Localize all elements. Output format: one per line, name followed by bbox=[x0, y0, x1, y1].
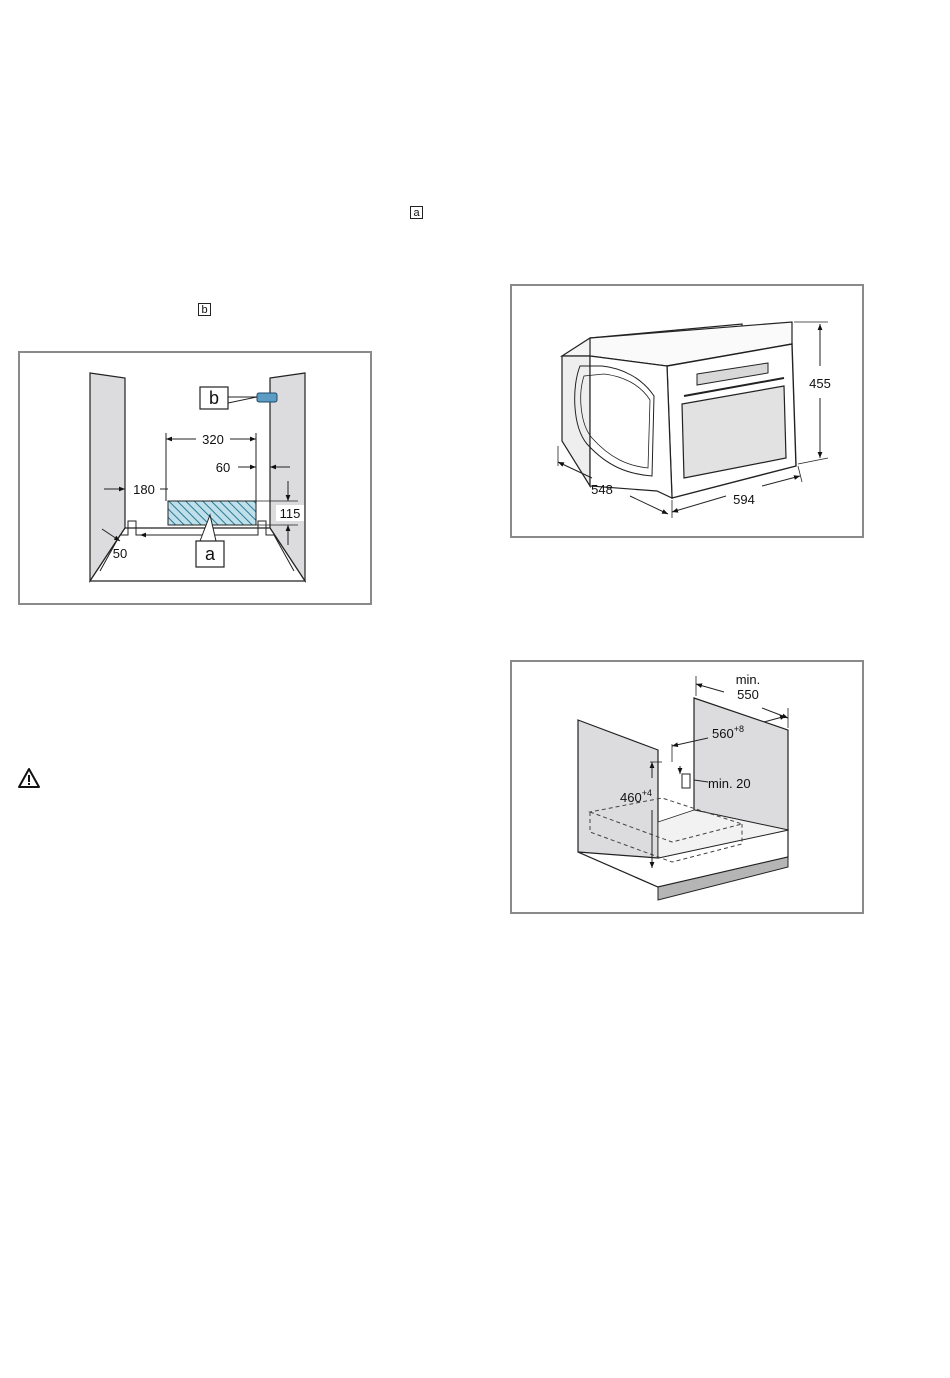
dim-115-label: 115 bbox=[280, 506, 301, 521]
dim-320-label: 320 bbox=[202, 432, 224, 447]
connector-b-icon bbox=[257, 393, 277, 402]
dim-180-label: 180 bbox=[133, 482, 155, 497]
dim-depth-label: 548 bbox=[591, 482, 613, 497]
appliance-dimensions-svg: 455 548 594 bbox=[512, 286, 866, 540]
dim-550-label: 550 bbox=[737, 687, 759, 702]
installation-niche-diagram: min. 550 560+8 460+4 min. 20 bbox=[510, 660, 864, 914]
reference-marker-b: b bbox=[198, 303, 211, 316]
dim-min-label: min. bbox=[736, 672, 761, 687]
reference-marker-a: a bbox=[410, 206, 423, 219]
cabinet-cutout-diagram: a b 320 60 180 115 50 bbox=[18, 351, 372, 605]
dim-50-label: 50 bbox=[113, 546, 127, 561]
dim-60-label: 60 bbox=[216, 460, 230, 475]
dim-height-label: 455 bbox=[809, 376, 831, 391]
dim-width-label: 594 bbox=[733, 492, 755, 507]
callout-a-label: a bbox=[205, 544, 216, 564]
installation-niche-svg: min. 550 560+8 460+4 min. 20 bbox=[512, 662, 866, 916]
dim-min20-label: min. 20 bbox=[708, 776, 751, 791]
appliance-dimensions-diagram: 455 548 594 bbox=[510, 284, 864, 538]
callout-b-label: b bbox=[209, 388, 219, 408]
cutout-area-a bbox=[168, 501, 256, 525]
cabinet-cutout-svg: a b 320 60 180 115 50 bbox=[20, 353, 374, 607]
warning-triangle-icon bbox=[18, 768, 40, 788]
niche-back-panel bbox=[694, 698, 788, 830]
